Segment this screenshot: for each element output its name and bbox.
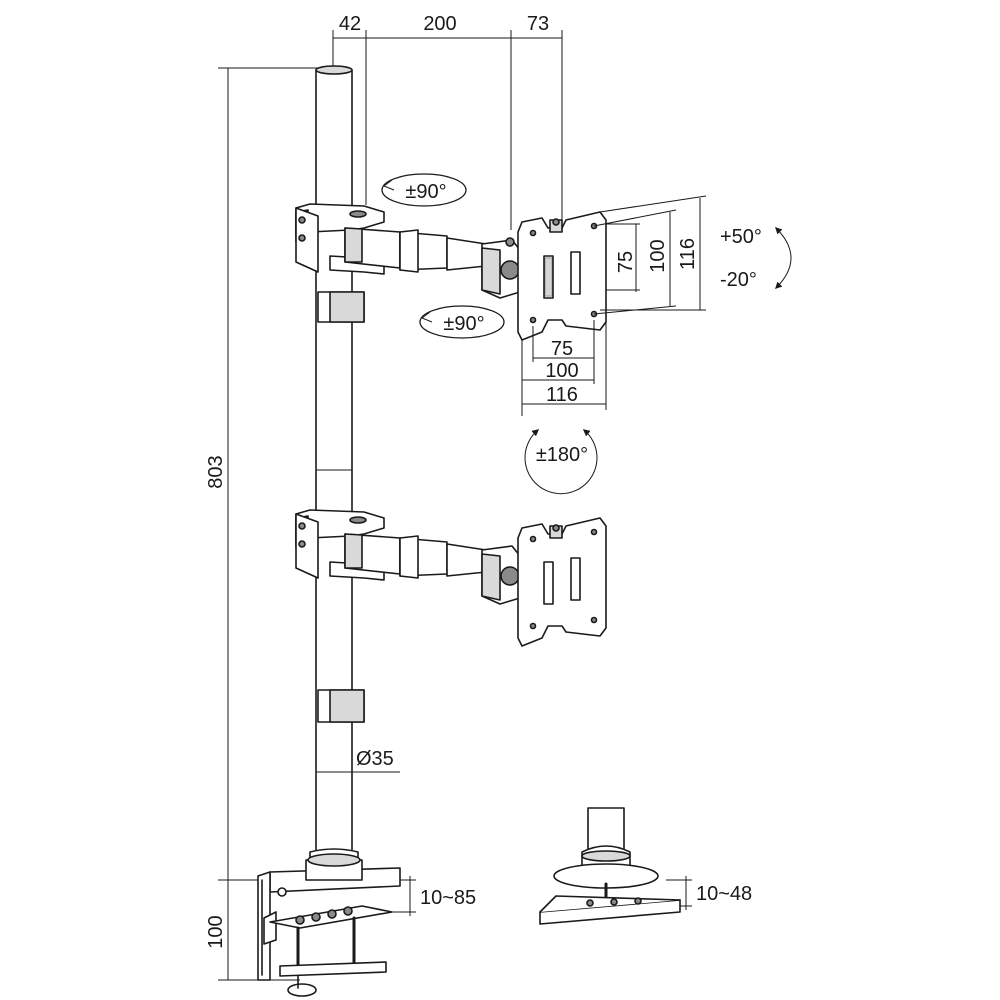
upper-arm bbox=[295, 203, 521, 299]
grommet-mount bbox=[539, 807, 681, 925]
dim-plate-offset: 73 bbox=[527, 13, 549, 35]
dim-pole-diameter: Ø35 bbox=[356, 748, 394, 770]
lower-arm bbox=[295, 509, 521, 605]
rotation-tilt-down: -20° bbox=[720, 269, 757, 291]
upper-vesa-plate bbox=[517, 211, 607, 341]
rotation-tilt-up: +50° bbox=[720, 226, 762, 248]
dim-clamp-range: 10~85 bbox=[420, 887, 476, 909]
dim-top-offset: 42 bbox=[339, 13, 361, 35]
dim-vesa-v-116: 116 bbox=[677, 238, 699, 270]
pole-collar-upper bbox=[317, 291, 365, 323]
dim-vesa-h-100: 100 bbox=[545, 360, 578, 382]
clamp-range-dimension bbox=[392, 876, 416, 916]
rotation-arm-swivel-top: ±90° bbox=[405, 181, 446, 203]
top-dimension-lines bbox=[332, 30, 563, 230]
lower-vesa-plate bbox=[517, 517, 607, 647]
rotation-top-swivel bbox=[381, 173, 467, 207]
dim-vesa-h-116: 116 bbox=[546, 384, 578, 406]
dim-total-height: 803 bbox=[205, 455, 227, 488]
vesa-horizontal-dims bbox=[521, 320, 607, 416]
rotation-arm-swivel-mid: ±90° bbox=[443, 313, 484, 335]
dim-vesa-v-100: 100 bbox=[647, 239, 669, 272]
dim-arm-length: 200 bbox=[423, 13, 456, 35]
rotation-180-indicator bbox=[524, 429, 598, 495]
dim-clamp-height: 100 bbox=[205, 915, 227, 948]
dim-vesa-v-75: 75 bbox=[615, 251, 637, 273]
rotation-mid-swivel bbox=[419, 305, 505, 339]
pole bbox=[315, 65, 353, 861]
height-dimension-lines bbox=[218, 67, 330, 981]
grommet-range-dimension bbox=[666, 876, 692, 910]
dim-vesa-h-75: 75 bbox=[551, 338, 573, 360]
pole-collar-lower bbox=[317, 689, 365, 723]
vesa-vertical-dims bbox=[593, 195, 707, 315]
dim-grommet-range: 10~48 bbox=[696, 883, 752, 905]
desk-clamp bbox=[257, 848, 401, 997]
rotation-180: ±180° bbox=[536, 444, 588, 466]
rotation-tilt-indicator bbox=[775, 227, 792, 289]
